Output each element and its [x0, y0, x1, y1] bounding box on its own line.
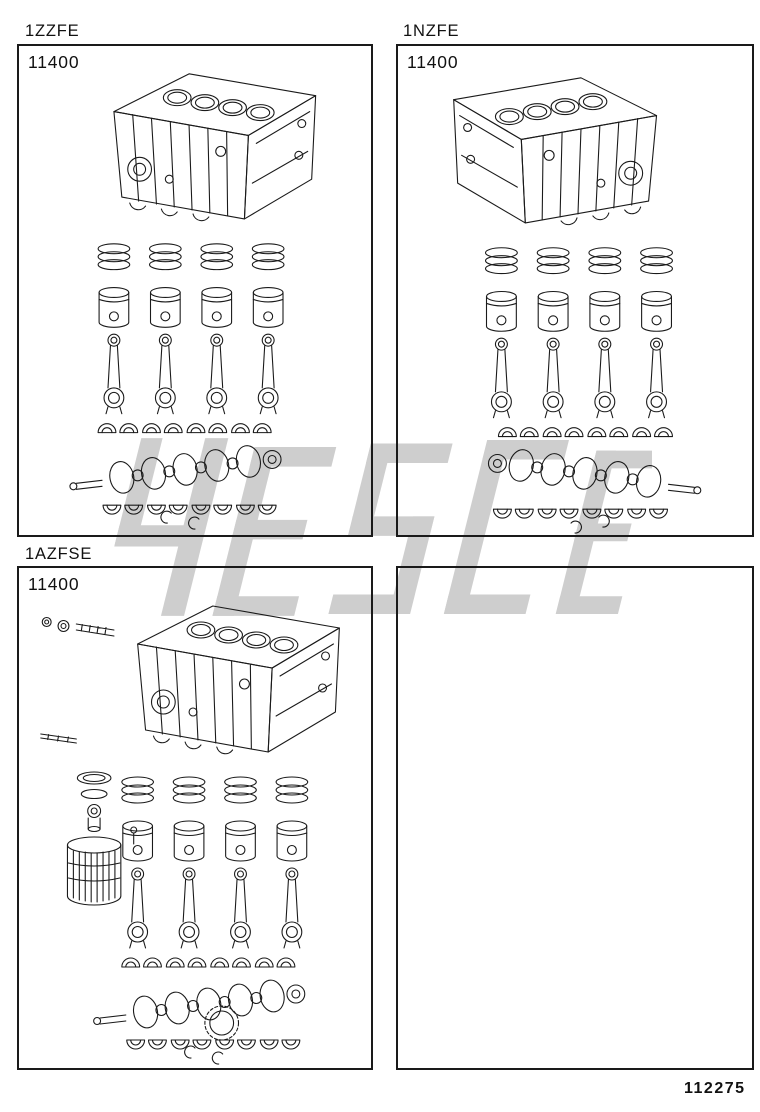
part-number-label: 11400 [407, 52, 459, 72]
engine-diagram-1nzfe [398, 46, 752, 535]
panel-1nzfe: 11400 [396, 44, 754, 537]
panel-1azfse: 11400 [17, 566, 373, 1070]
part-number-label: 11400 [28, 574, 80, 594]
page-number: 112275 [684, 1080, 746, 1097]
panel-1zzfe: 11400 [17, 44, 373, 537]
engine-diagram-1zzfe [19, 46, 371, 535]
engine-code-label-1zzfe: 1ZZFE [25, 22, 80, 40]
panel-empty [396, 566, 754, 1070]
engine-diagram-1azfse [40, 568, 371, 1068]
engine-code-label-1azfse: 1AZFSE [25, 545, 93, 563]
watermark [114, 438, 652, 616]
part-number-label: 11400 [28, 52, 80, 72]
engine-code-label-1nzfe: 1NZFE [403, 22, 460, 40]
